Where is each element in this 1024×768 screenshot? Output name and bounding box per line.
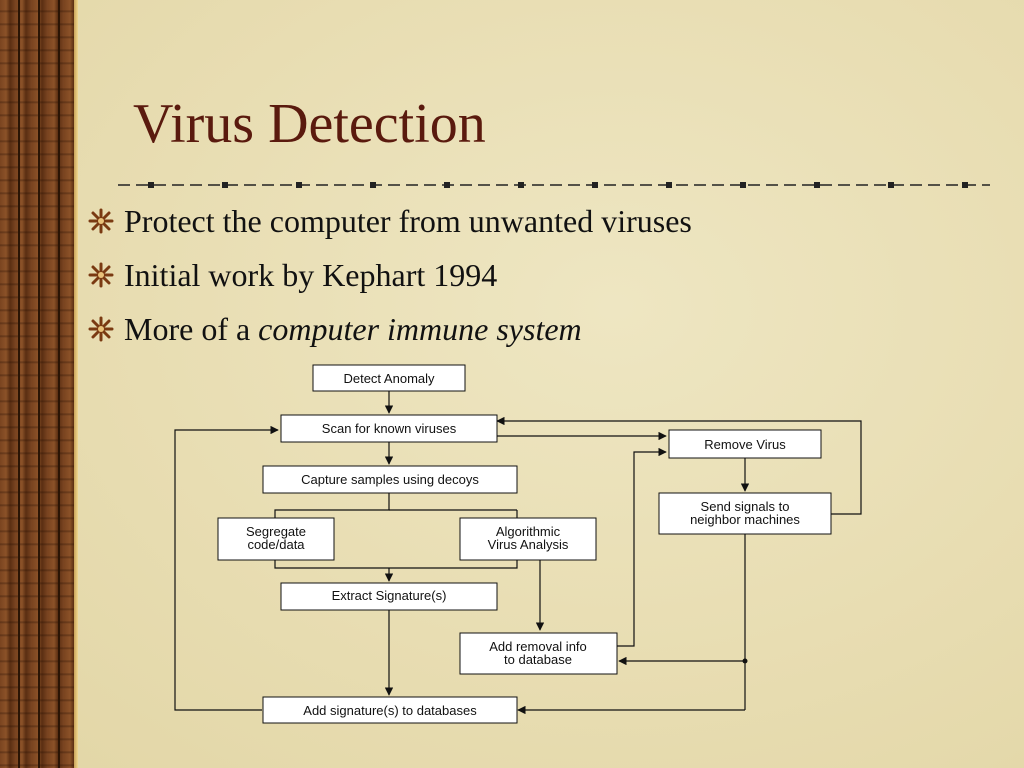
- title-divider: [118, 182, 990, 188]
- box-segregate: [217, 517, 335, 561]
- label-detect-anomaly: Detect Anomaly: [343, 371, 435, 386]
- label-algorithmic-line1: Algorithmic: [496, 524, 561, 539]
- star-bullet-icon: [88, 316, 114, 342]
- arrow-loop-to-scan: [174, 425, 279, 711]
- connector-join: [274, 560, 518, 569]
- bullet-text: Initial work by Kephart 1994: [124, 256, 498, 293]
- label-remove-virus: Remove Virus: [704, 437, 786, 452]
- arrow-removal-to-remove: [617, 447, 667, 647]
- box-send-signals: [658, 492, 832, 535]
- bullet-item: Protect the computer from unwanted virus…: [88, 194, 692, 248]
- label-capture-samples: Capture samples using decoys: [301, 472, 479, 487]
- label-send-signals-line1: Send signals to: [701, 499, 790, 514]
- star-bullet-icon: [88, 208, 114, 234]
- label-add-removal-line2: to database: [504, 652, 572, 667]
- bullet-text: Protect the computer from unwanted virus…: [124, 202, 692, 239]
- bullet-item: More of a computer immune system: [88, 302, 692, 356]
- box-algorithmic: [459, 517, 597, 561]
- label-algorithmic-line2: Virus Analysis: [488, 537, 569, 552]
- box-add-signature: [262, 696, 518, 724]
- bullet-list: Protect the computer from unwanted virus…: [88, 194, 692, 356]
- label-extract-signature: Extract Signature(s): [332, 588, 447, 603]
- label-segregate-line2: code/data: [247, 537, 305, 552]
- connector-capture-split: [274, 493, 390, 518]
- bullet-text-plain: More of a: [124, 310, 259, 347]
- bullet-item: Initial work by Kephart 1994: [88, 248, 692, 302]
- slide-title: Virus Detection: [133, 93, 486, 155]
- box-remove-virus: [668, 429, 822, 459]
- junction-dot: [742, 658, 748, 664]
- box-scan-known: [280, 414, 498, 443]
- label-scan-known: Scan for known viruses: [322, 421, 457, 436]
- box-add-removal: [459, 632, 618, 675]
- wood-border: [0, 0, 78, 768]
- box-detect-anomaly: [312, 364, 466, 392]
- label-segregate-line1: Segregate: [246, 524, 306, 539]
- bullet-text-italic: computer immune system: [258, 310, 582, 347]
- box-capture-samples: [262, 465, 518, 494]
- label-send-signals-line2: neighbor machines: [690, 512, 800, 527]
- label-add-removal-line1: Add removal info: [489, 639, 587, 654]
- arrow-send-loop-to-scan: [496, 416, 862, 515]
- box-extract-signature: [280, 582, 498, 611]
- bullet-text: More of a computer immune system: [124, 311, 582, 348]
- star-bullet-icon: [88, 262, 114, 288]
- label-add-signature: Add signature(s) to databases: [303, 703, 477, 718]
